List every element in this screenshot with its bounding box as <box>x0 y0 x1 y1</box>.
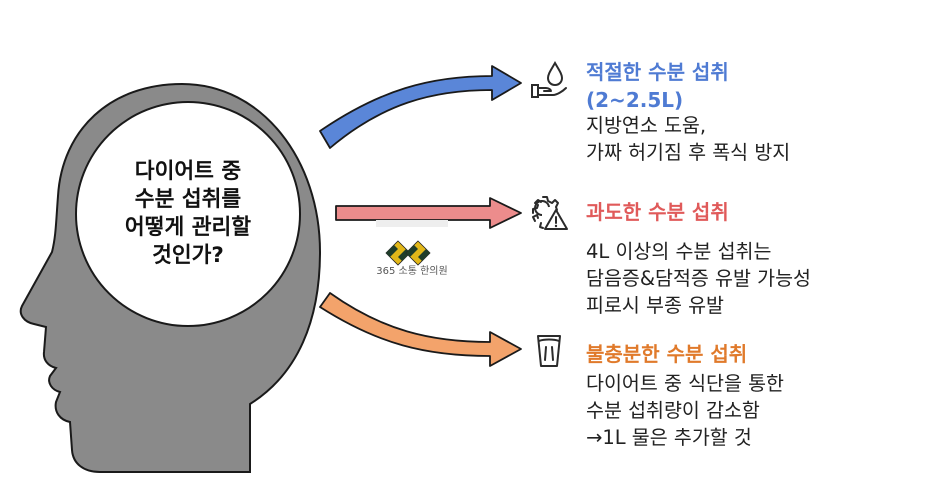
item-insufficient-body: 다이어트 중 식단을 통한 수분 섭취량이 감소함 →1L 물은 추가할 것 <box>586 370 784 451</box>
item-title-line: 적절한 수분 섭취 <box>586 60 729 84</box>
item-excessive-title: 과도한 수분 섭취 <box>586 198 729 226</box>
item-body-line: 4L 이상의 수분 섭취는 <box>586 240 772 263</box>
clinic-logo-caption: 365 소통 한의원 <box>376 266 448 277</box>
item-adequate-title: 적절한 수분 섭취 (2~2.5L) <box>586 58 729 114</box>
item-body-line: 담음증&담적증 유발 가능성 <box>586 267 811 290</box>
question-line: 것인가? <box>152 243 224 268</box>
item-insufficient-title: 불충분한 수분 섭취 <box>586 340 747 368</box>
glass-icon <box>537 335 561 367</box>
item-body-line: 지방연소 도움, <box>586 114 707 137</box>
item-body-line: 피로시 부종 유발 <box>586 294 724 317</box>
item-adequate-body: 지방연소 도움, 가짜 허기짐 후 폭식 방지 <box>586 112 790 166</box>
arrow-insufficient <box>319 292 522 367</box>
item-body-line: 가짜 허기짐 후 폭식 방지 <box>586 141 791 164</box>
question-circle <box>75 101 301 327</box>
warning-gear-icon <box>532 196 568 230</box>
question-line: 어떻게 관리할 <box>124 215 252 240</box>
item-body-line: →1L 물은 추가할 것 <box>586 426 752 449</box>
item-excessive-body: 4L 이상의 수분 섭취는 담음증&담적증 유발 가능성 피로시 부종 유발 <box>586 238 811 319</box>
water-drop-hand-icon <box>531 60 567 98</box>
item-body-line: 수분 섭취량이 감소함 <box>586 399 760 422</box>
central-question: 다이어트 중 수분 섭취를 어떻게 관리할 것인가? <box>100 158 276 270</box>
item-title-line: 불충분한 수분 섭취 <box>586 342 748 366</box>
question-line: 수분 섭취를 <box>134 187 242 212</box>
clinic-logo <box>376 220 448 266</box>
item-body-line: 다이어트 중 식단을 통한 <box>586 372 784 395</box>
item-title-line: 과도한 수분 섭취 <box>586 200 729 224</box>
arrow-adequate <box>319 65 522 149</box>
question-line: 다이어트 중 <box>134 159 242 184</box>
arrow-excessive <box>335 197 522 229</box>
item-title-line: (2~2.5L) <box>586 88 684 112</box>
